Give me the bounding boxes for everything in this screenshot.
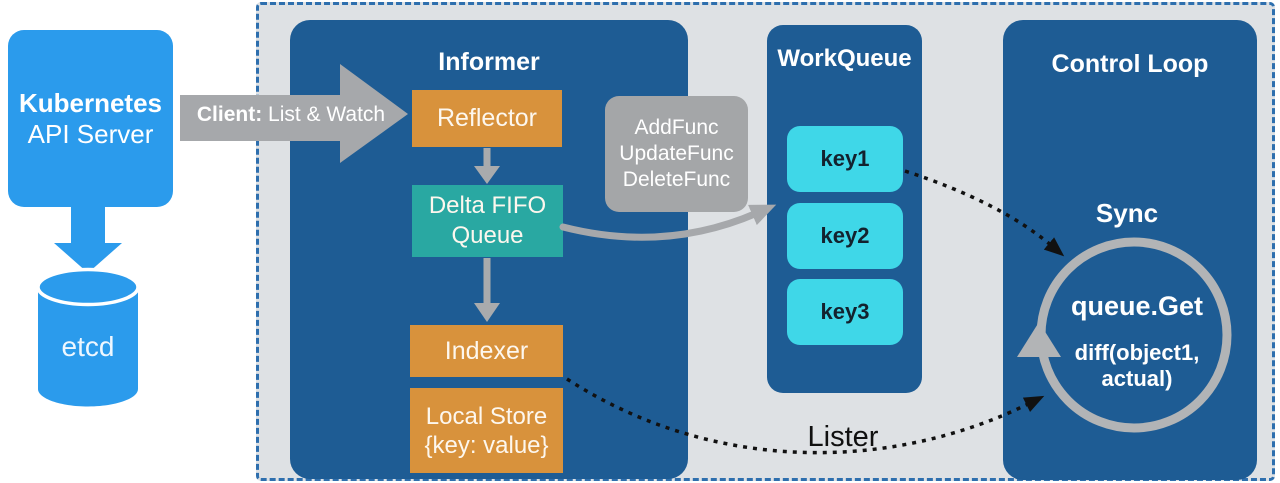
diff-label-line1: diff(object1, [1074, 340, 1200, 365]
kubernetes-api-server-label-line2: API Server [27, 118, 154, 149]
deletefunc-label: DeleteFunc [622, 168, 731, 191]
indexer-box: Indexer [410, 325, 563, 377]
diff-label-line2: actual) [1101, 366, 1173, 391]
api-to-etcd-arrow [54, 207, 122, 273]
etcd-label: etcd [61, 331, 115, 362]
client-label-bold: Client: [196, 103, 263, 126]
delta-fifo-label-line2: Queue [451, 222, 524, 249]
diff-label: diff(object1, actual) [1037, 340, 1237, 392]
delta-fifo-queue-box: Delta FIFO Queue [412, 185, 563, 257]
kubernetes-api-server-box: Kubernetes API Server [8, 30, 173, 207]
client-list-watch-label: Client: List & Watch [184, 103, 398, 127]
local-store-box: Local Store {key: value} [410, 388, 563, 473]
workqueue-key2: key2 [787, 203, 903, 269]
event-handlers-box: AddFunc UpdateFunc DeleteFunc [605, 96, 748, 212]
reflector-box: Reflector [412, 90, 562, 147]
delta-fifo-label-line1: Delta FIFO [428, 192, 547, 219]
addfunc-label: AddFunc [634, 116, 719, 139]
workqueue-key3: key3 [787, 279, 903, 345]
local-store-label-line1: Local Store [425, 402, 548, 430]
control-loop-title: Control Loop [1051, 50, 1209, 78]
key2-label: key2 [820, 223, 870, 248]
lister-label: Lister [807, 421, 879, 453]
queue-get-label: queue.Get [1070, 291, 1204, 321]
key3-label: key3 [820, 299, 870, 324]
reflector-label: Reflector [436, 104, 538, 132]
kubernetes-api-server-label-line1: Kubernetes [18, 87, 163, 118]
sync-label: Sync [1095, 198, 1159, 228]
indexer-label: Indexer [444, 336, 529, 365]
updatefunc-label: UpdateFunc [619, 142, 734, 165]
control-loop-panel [1003, 20, 1257, 480]
client-label-rest: List & Watch [262, 103, 386, 126]
workqueue-key1: key1 [787, 126, 903, 192]
workqueue-title: WorkQueue [777, 45, 912, 72]
local-store-label-line2: {key: value} [424, 431, 549, 459]
informer-title: Informer [438, 48, 540, 76]
key1-label: key1 [820, 146, 870, 171]
